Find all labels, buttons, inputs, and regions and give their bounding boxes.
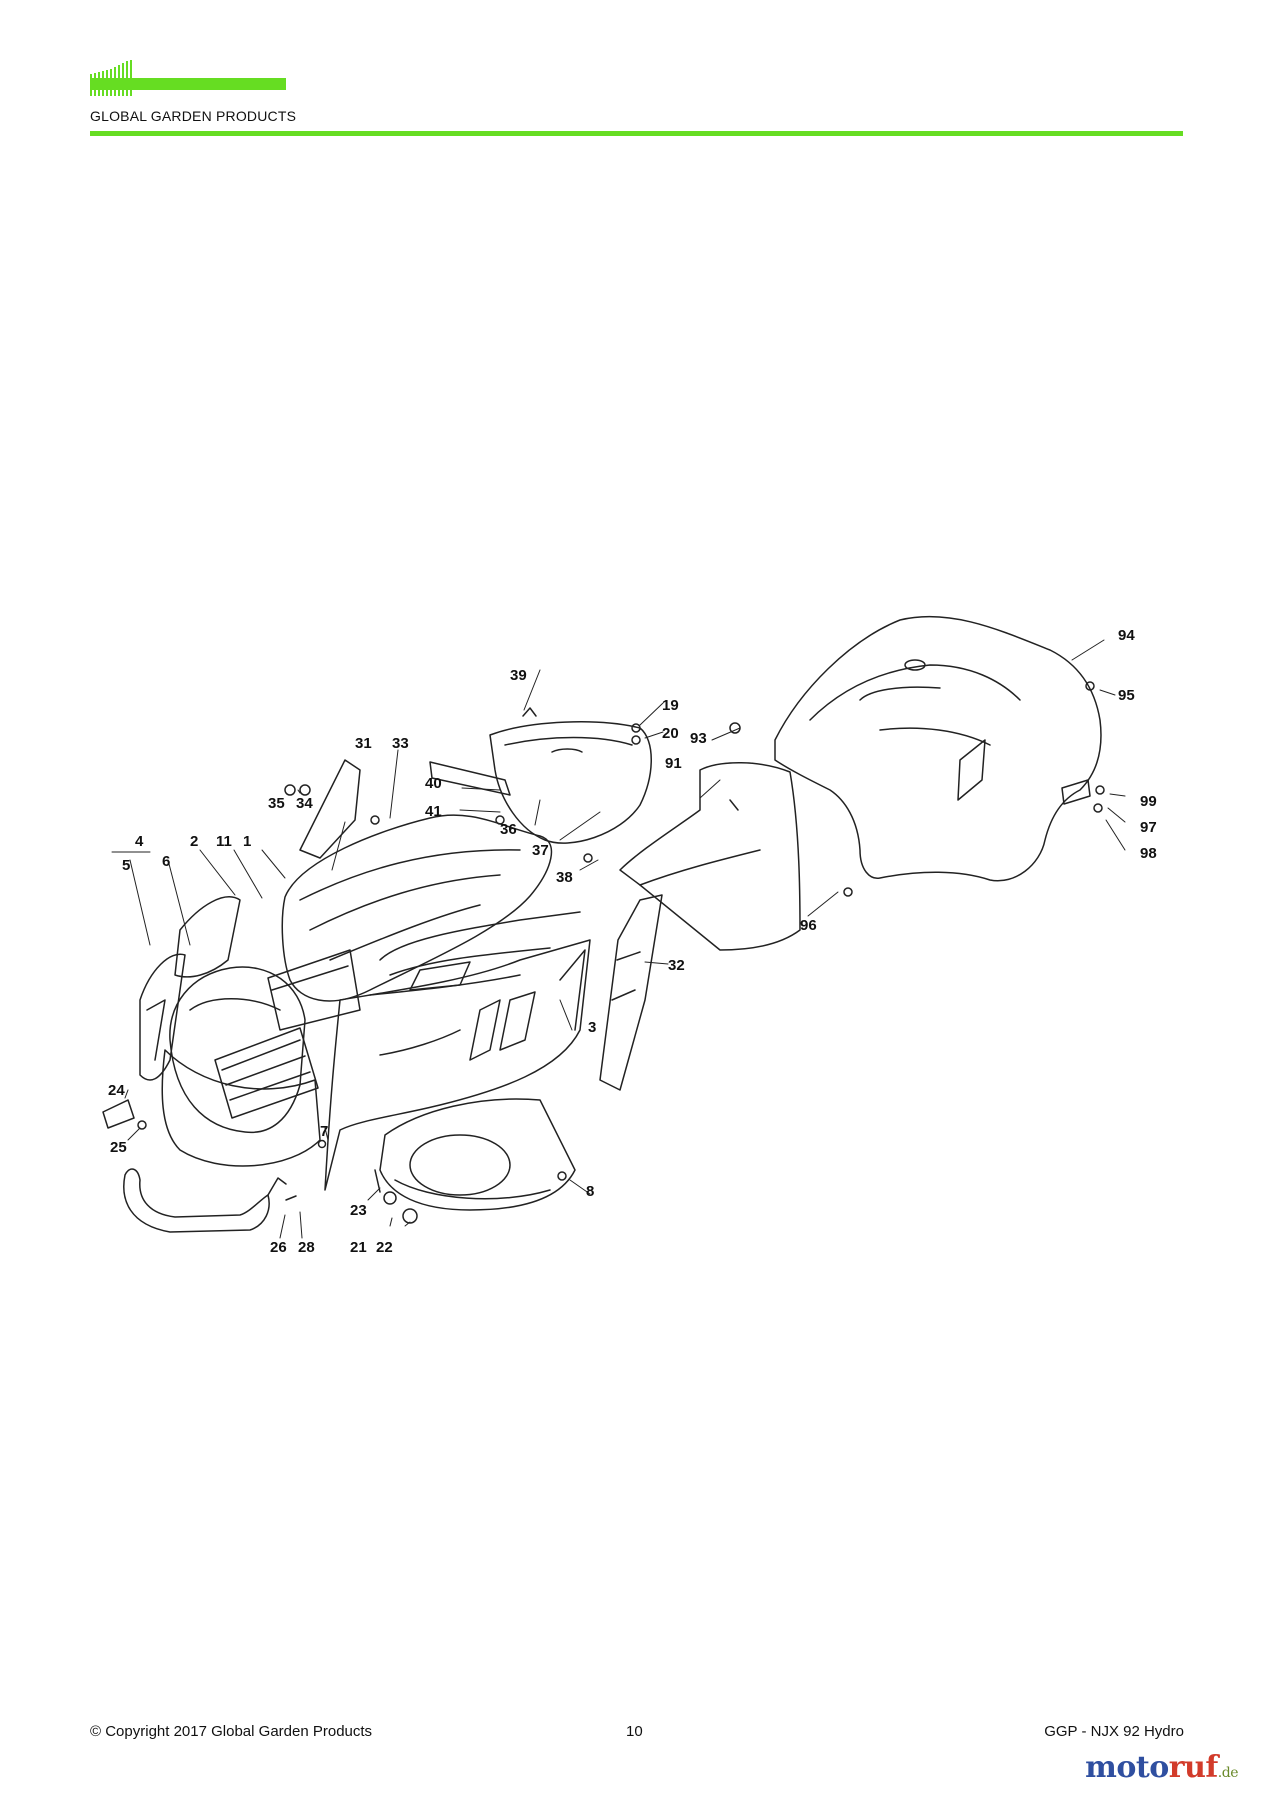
brand-logo bbox=[90, 58, 290, 128]
console-part bbox=[429, 721, 652, 844]
callout-4: 4 bbox=[135, 833, 144, 850]
callout-2: 2 bbox=[190, 833, 198, 850]
callout-28: 28 bbox=[298, 1239, 315, 1256]
footer-page-number: 10 bbox=[626, 1723, 643, 1740]
callout-23: 23 bbox=[350, 1202, 367, 1219]
callout-91: 91 bbox=[665, 755, 682, 772]
rear-fender-part bbox=[774, 615, 1102, 882]
side-body-part bbox=[324, 939, 591, 1191]
callout-5: 5 bbox=[122, 857, 130, 874]
callout-3: 3 bbox=[588, 1019, 596, 1036]
front-bumper-part bbox=[123, 1168, 287, 1233]
callout-36: 36 bbox=[500, 821, 517, 838]
callout-24: 24 bbox=[108, 1082, 125, 1099]
callout-40: 40 bbox=[425, 775, 442, 792]
callout-21: 21 bbox=[350, 1239, 367, 1256]
callout-19: 19 bbox=[662, 697, 679, 714]
front-grille-part bbox=[161, 966, 321, 1167]
callout-94: 94 bbox=[1118, 627, 1135, 644]
footer-copyright: © Copyright 2017 Global Garden Products bbox=[90, 1723, 373, 1740]
hood-part bbox=[267, 814, 553, 1031]
header-rule bbox=[90, 131, 1183, 136]
callout-37: 37 bbox=[532, 842, 549, 859]
rear-panel-part bbox=[619, 762, 801, 951]
callout-93: 93 bbox=[690, 730, 707, 747]
callout-33: 33 bbox=[392, 735, 409, 752]
watermark-logo: motoruf.de bbox=[1085, 1750, 1238, 1785]
strut-part bbox=[299, 759, 361, 859]
watermark-main: moto bbox=[1085, 1750, 1169, 1785]
callout-41: 41 bbox=[425, 803, 442, 820]
callout-8: 8 bbox=[586, 1183, 594, 1200]
callout-38: 38 bbox=[556, 869, 573, 886]
callout-7: 7 bbox=[320, 1123, 328, 1140]
watermark-accent: ruf bbox=[1168, 1750, 1219, 1785]
brand-name: GLOBAL GARDEN PRODUCTS bbox=[90, 108, 297, 124]
callout-1: 1 bbox=[243, 833, 251, 850]
dash-frame-part bbox=[379, 911, 581, 991]
callout-98: 98 bbox=[1140, 845, 1157, 862]
floor-pan-part bbox=[379, 1098, 576, 1211]
callout-labels: 31 33 39 19 20 93 91 40 41 35 34 36 37 3… bbox=[108, 627, 1157, 1256]
callout-11: 11 bbox=[216, 833, 232, 850]
watermark-tld: .de bbox=[1217, 1765, 1239, 1781]
callout-25: 25 bbox=[110, 1139, 127, 1156]
callout-35: 35 bbox=[268, 795, 285, 812]
callout-22: 22 bbox=[376, 1239, 393, 1256]
callout-39: 39 bbox=[510, 667, 527, 684]
footer-model: GGP - NJX 92 Hydro bbox=[1044, 1723, 1184, 1740]
side-rail-part bbox=[599, 894, 663, 1091]
callout-20: 20 bbox=[662, 725, 679, 742]
callout-99: 99 bbox=[1140, 793, 1157, 810]
callout-31: 31 bbox=[355, 735, 372, 752]
callout-95: 95 bbox=[1118, 687, 1135, 704]
callout-32: 32 bbox=[668, 957, 685, 974]
callout-97: 97 bbox=[1140, 819, 1157, 836]
callout-34: 34 bbox=[296, 795, 313, 812]
callout-26: 26 bbox=[270, 1239, 287, 1256]
side-panel-left bbox=[139, 896, 241, 1081]
callout-96: 96 bbox=[800, 917, 817, 934]
leader-lines bbox=[111, 639, 1126, 1239]
rear-fasteners bbox=[631, 681, 1105, 897]
callout-6: 6 bbox=[162, 853, 170, 870]
